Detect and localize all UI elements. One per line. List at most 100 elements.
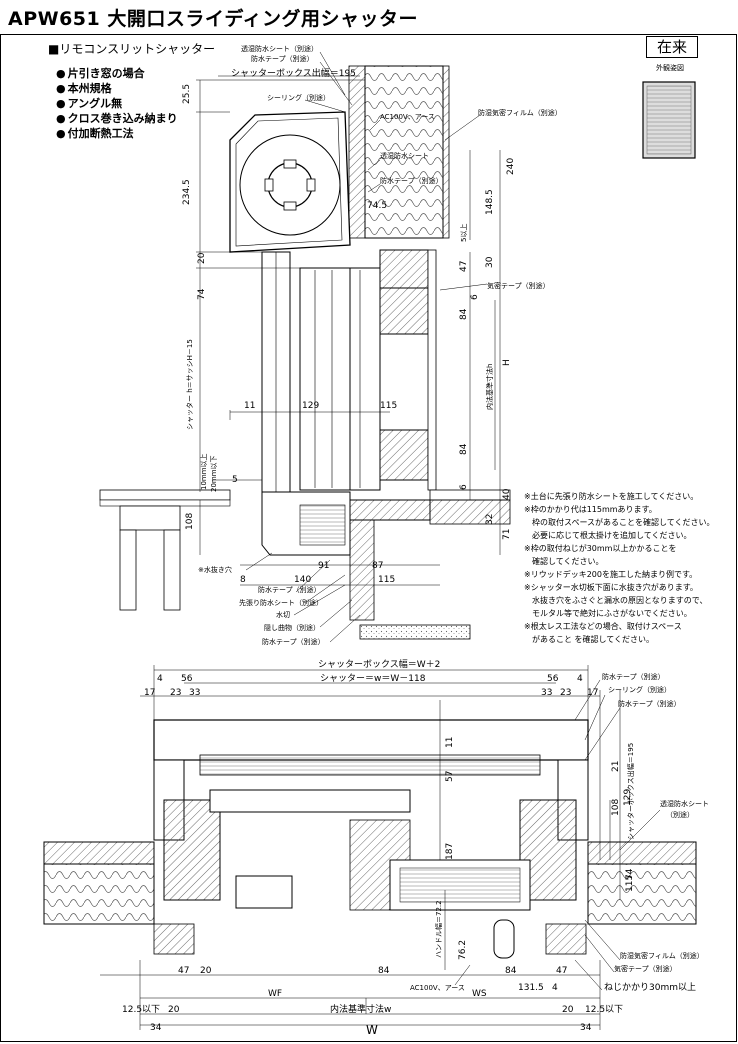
label-sealing: シーリング（別途） bbox=[267, 93, 330, 102]
dim-240: 240 bbox=[506, 158, 516, 175]
label-pre-sheet: 先張り防水シート（別途） bbox=[239, 598, 323, 607]
dim-115b: 115 bbox=[378, 575, 395, 585]
right-wall-insulation bbox=[587, 863, 697, 925]
condition-item: クロス巻き込み納まり bbox=[56, 111, 178, 126]
label-breather-sheet: 透湿防水シート（別途） bbox=[241, 44, 318, 53]
plan-label-breather: 透湿防水シート bbox=[660, 799, 709, 808]
label-hidden-bend: 隠し曲物（別途） bbox=[264, 623, 320, 632]
sash-frame bbox=[299, 267, 351, 491]
plan-label-breather-2: （別途） bbox=[666, 810, 694, 819]
plan-shutter-slat bbox=[199, 754, 541, 776]
note-line: ※枠のかかり代は115mmあります。 bbox=[524, 505, 657, 514]
label-airtight-tape: 気密テープ（別途） bbox=[487, 281, 550, 290]
plan-dim-c20b: 20 bbox=[562, 1005, 574, 1015]
dim-shutter-width: シャッター＝w＝W－118 bbox=[320, 673, 426, 684]
dim-top-left-23: 23 bbox=[170, 688, 181, 698]
drawing-frame bbox=[0, 34, 737, 1042]
wall-stud bbox=[348, 65, 366, 239]
dim-top-right-17: 17 bbox=[587, 688, 598, 698]
plan-dim-11: 11 bbox=[445, 737, 455, 748]
plan-dim-b84b: 84 bbox=[505, 966, 517, 976]
dim-25-5: 25.5 bbox=[182, 84, 192, 104]
foundation-concrete bbox=[359, 624, 471, 640]
plan-shutter-box bbox=[153, 719, 589, 761]
exterior-view-slats bbox=[646, 85, 692, 155]
drawing-subtitle: ■リモコンスリットシャッター bbox=[48, 42, 216, 56]
dim-91: 91 bbox=[318, 561, 329, 571]
dim-top-right-33: 33 bbox=[541, 688, 552, 698]
note-line: ※リウッドデッキ200を施工した納まり例です。 bbox=[524, 570, 698, 579]
plan-dim-b20: 20 bbox=[200, 966, 212, 976]
note-line: ※枠の取付ねじが30mm以上かかることを bbox=[524, 544, 677, 553]
plan-label-ac100v: AC100V、アース bbox=[410, 984, 465, 992]
dim-5-up: 5以上 bbox=[459, 224, 468, 242]
dim-108: 108 bbox=[185, 513, 195, 530]
label-waterproof-tape-4: 防水テープ（別途） bbox=[262, 637, 325, 646]
condition-item: 本州規格 bbox=[56, 81, 178, 96]
dim-74: 74 bbox=[197, 288, 207, 300]
note-line: 水抜き穴をふさぐと漏水の原因となりますので、 bbox=[524, 596, 708, 605]
dim-148-5: 148.5 bbox=[485, 189, 495, 215]
dim-71: 71 bbox=[502, 529, 512, 540]
shutter-shaft bbox=[267, 162, 313, 208]
foundation-sill bbox=[349, 519, 375, 621]
plan-dim-187: 187 bbox=[445, 843, 455, 860]
plan-dim-115: 115 bbox=[625, 875, 635, 892]
dim-top-right-23: 23 bbox=[560, 688, 571, 698]
handle bbox=[493, 919, 515, 959]
label-flashing: 水切 bbox=[276, 610, 290, 619]
dim-129: 129 bbox=[302, 401, 319, 411]
plan-label-sealing: シーリング（別途） bbox=[608, 685, 671, 694]
right-wall-sheathing bbox=[587, 841, 697, 865]
dim-30: 30 bbox=[485, 256, 495, 268]
dim-shutter-h: シャッター h＝サッシH－15 bbox=[185, 339, 194, 430]
dim-6b: 6 bbox=[459, 484, 469, 490]
plan-dim-74: 74 bbox=[625, 868, 635, 880]
plan-dim-WS: WS bbox=[472, 989, 487, 999]
dim-47: 47 bbox=[459, 261, 469, 272]
sill-wood bbox=[379, 429, 429, 481]
plan-dim-b4: 4 bbox=[552, 983, 558, 993]
label-breather-sheet-2: 透湿防水シート bbox=[380, 151, 429, 160]
plan-label-handle: ハンドル幅＝72.2 bbox=[434, 900, 443, 958]
dim-20: 20 bbox=[197, 252, 207, 264]
plan-dim-W: W bbox=[366, 1023, 378, 1037]
note-line: ※シャッター水切板下面に水抜き穴があります。 bbox=[524, 583, 698, 592]
note-line: ※根太レス工法などの場合、取付けスペース bbox=[524, 622, 682, 631]
horizontal-plan-view: シャッターボックス幅＝W＋2 シャッター＝w＝W－118 4 56 17 23 … bbox=[43, 658, 709, 1037]
dim-box-depth: シャッターボックス出幅＝195 bbox=[231, 67, 356, 79]
label-waterproof-tape-2: 防水テープ（別途） bbox=[380, 176, 443, 185]
dim-H: H bbox=[502, 359, 512, 366]
plan-dim-b47b: 47 bbox=[556, 966, 567, 976]
condition-item: アングル無 bbox=[56, 96, 178, 111]
plan-label-box-depth: シャッターボックス出幅＝195 bbox=[626, 743, 635, 840]
plan-dim-WF: WF bbox=[268, 989, 282, 999]
plan-dim-b47: 47 bbox=[178, 966, 189, 976]
dim-top-right-4: 4 bbox=[577, 674, 583, 684]
label-ac100v: AC100V、アース bbox=[380, 113, 435, 121]
plan-dim-b131-5: 131.5 bbox=[518, 983, 544, 993]
exterior-view-label: 外観姿図 bbox=[656, 64, 684, 72]
note-line: 必要に応じて根太掛けを追加してください。 bbox=[524, 531, 692, 540]
dim-box-width: シャッターボックス幅＝W＋2 bbox=[318, 658, 440, 670]
condition-item: 付加断熱工法 bbox=[56, 126, 178, 141]
dim-87: 87 bbox=[372, 561, 383, 571]
dim-top-left-56: 56 bbox=[181, 674, 193, 684]
plan-dim-12-5: 12.5以下 bbox=[122, 1005, 160, 1015]
dim-20mm: 20mm以下 bbox=[210, 455, 218, 492]
notes-block: ※土台に先張り防水シートを施工してください。 ※枠のかかり代は115mmあります… bbox=[524, 490, 715, 646]
plan-label-vapor-film: 防湿気密フィルム（別途） bbox=[620, 951, 704, 960]
remote-receiver bbox=[235, 875, 293, 909]
plan-dim-21: 21 bbox=[611, 761, 621, 772]
dim-8: 8 bbox=[240, 575, 246, 585]
plan-dim-57: 57 bbox=[445, 771, 455, 782]
sill-plate bbox=[349, 499, 431, 521]
plan-dim-c34: 34 bbox=[150, 1023, 162, 1033]
dim-115: 115 bbox=[380, 401, 397, 411]
plan-dim-108: 108 bbox=[611, 799, 621, 816]
left-wall-insulation bbox=[43, 863, 155, 925]
plan-dim-c20: 20 bbox=[168, 1005, 180, 1015]
dim-234-5: 234.5 bbox=[182, 179, 192, 205]
note-line: 確認してください。 bbox=[524, 557, 604, 566]
dim-32: 32 bbox=[485, 514, 495, 525]
